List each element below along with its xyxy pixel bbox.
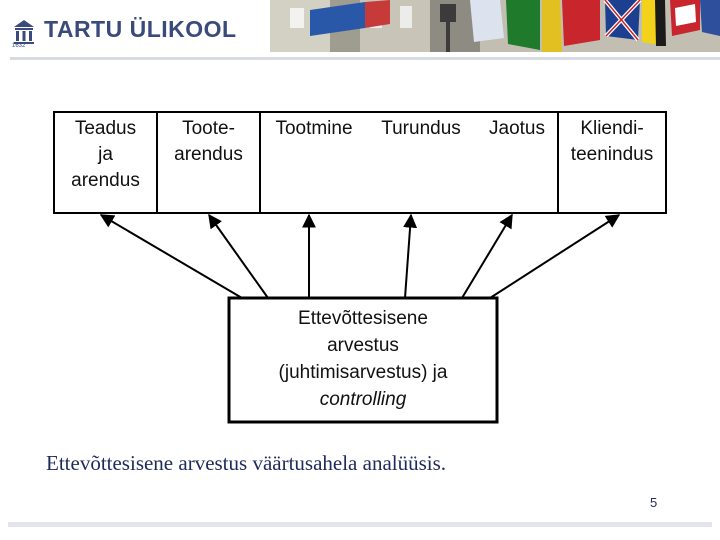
box-label-jaotus: Jaotus [478, 116, 556, 142]
university-logo: TARTU ÜLIKOOL 1632 [12, 14, 252, 50]
arrow-to-klienditeenindus [489, 214, 621, 299]
box-label-line: Turundus [381, 118, 461, 139]
box-label-line: Toote- [182, 118, 235, 139]
university-building-icon [14, 20, 34, 44]
footer-divider [8, 522, 712, 527]
box-label-tootmine: Tootmine [264, 116, 364, 142]
slide-caption: Ettevõttesisene arvestus väärtusahela an… [46, 451, 447, 475]
center-label-line: Ettevõttesisene [298, 308, 428, 329]
page-number: 5 [650, 495, 658, 510]
header-divider [10, 57, 720, 60]
logo-year: 1632 [12, 43, 26, 49]
box-label-teadus-ja-arendus: Teadus ja arendus [54, 116, 157, 194]
box-label-line: ja [98, 144, 113, 165]
center-label-line: controlling [319, 389, 407, 410]
box-label-tootearendus: Toote- arendus [157, 116, 260, 168]
center-label-line: (juhtimisarvestus) ja [278, 362, 448, 383]
university-name: TARTU ÜLIKOOL [44, 16, 237, 42]
building-with-flags-photo [270, 0, 720, 52]
arrow-to-tootearendus [208, 213, 269, 299]
center-box-label: Ettevõttesisene arvestus (juhtimisarvest… [232, 305, 494, 413]
box-label-line: Teadus [74, 118, 137, 139]
arrow-to-turundus [403, 213, 418, 299]
box-label-line: Jaotus [489, 118, 545, 139]
arrow-to-teadus [99, 214, 243, 299]
center-box-outline [227, 296, 499, 424]
center-label-line: arvestus [327, 335, 399, 356]
box-label-klienditeenindus: Kliendi- teenindus [558, 116, 666, 168]
box-label-turundus: Turundus [368, 116, 474, 142]
box-label-line: arendus [71, 170, 140, 191]
box-label-line: Kliendi- [580, 118, 644, 139]
box-label-line: arendus [174, 144, 243, 165]
top-box-outline [53, 111, 667, 214]
box-label-line: teenindus [570, 144, 654, 165]
slide-header: TARTU ÜLIKOOL 1632 [0, 0, 720, 60]
box-label-line: Tootmine [275, 118, 353, 139]
arrow-to-jaotus [461, 213, 513, 299]
